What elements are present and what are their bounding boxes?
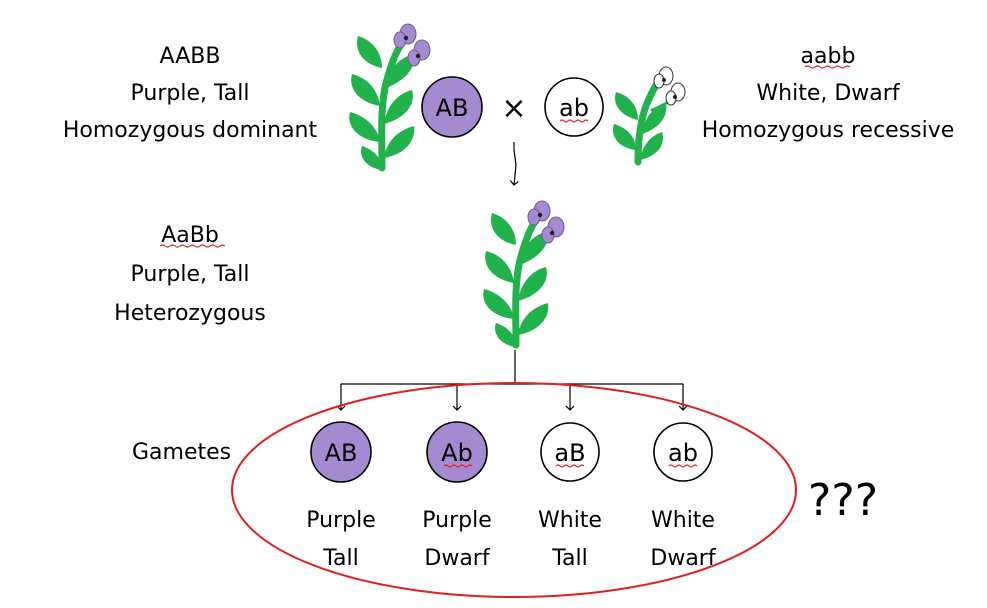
recessive-type: Homozygous recessive (702, 118, 955, 143)
gamete-trait-color: White (651, 508, 715, 533)
recessive-phenotype: White, Dwarf (756, 81, 900, 106)
dominant-parent-gamete: AB (421, 76, 483, 138)
gamete-trait-height: Dwarf (650, 546, 716, 571)
cross-arrow (509, 142, 519, 186)
gamete-allele: aB (554, 439, 585, 467)
gametes-label: Gametes (132, 440, 231, 465)
pea-plant-purple-icon (349, 24, 430, 170)
gamete-allele: AB (325, 439, 358, 467)
gamete-allele: Ab (441, 439, 473, 467)
gamete-trait-height: Tall (551, 546, 588, 571)
gamete-allele: ab (668, 439, 698, 467)
gamete-ab: ab White Dwarf (650, 422, 717, 571)
gamete-trait-height: Dwarf (424, 546, 490, 571)
dominant-parent-gamete-label: AB (436, 94, 469, 122)
f1-phenotype: Purple, Tall (131, 262, 250, 287)
recessive-parent-gamete-label: ab (559, 94, 589, 122)
dominant-phenotype: Purple, Tall (131, 81, 250, 106)
gamete-AB: AB Purple Tall (306, 421, 376, 571)
f1-genotype: AaBb (161, 223, 219, 248)
question-marks: ??? (808, 475, 878, 526)
dominant-genotype: AABB (160, 44, 221, 69)
gamete-branches (336, 350, 688, 411)
gamete-trait-color: Purple (422, 508, 491, 533)
dominant-type: Homozygous dominant (63, 118, 318, 143)
pea-plant-purple-icon (483, 201, 564, 347)
gamete-Ab: Ab Purple Dwarf (422, 421, 492, 571)
recessive-parent-gamete: ab (544, 77, 604, 137)
f1-type: Heterozygous (114, 301, 266, 326)
pea-plant-white-icon (613, 67, 685, 162)
gamete-trait-height: Tall (322, 546, 359, 571)
cross-symbol: × (501, 91, 526, 126)
gamete-trait-color: Purple (306, 508, 375, 533)
gametes-highlight-ellipse (231, 382, 797, 598)
recessive-genotype: aabb (801, 44, 856, 69)
gamete-trait-color: White (538, 508, 602, 533)
gamete-aB: aB White Tall (538, 422, 602, 571)
